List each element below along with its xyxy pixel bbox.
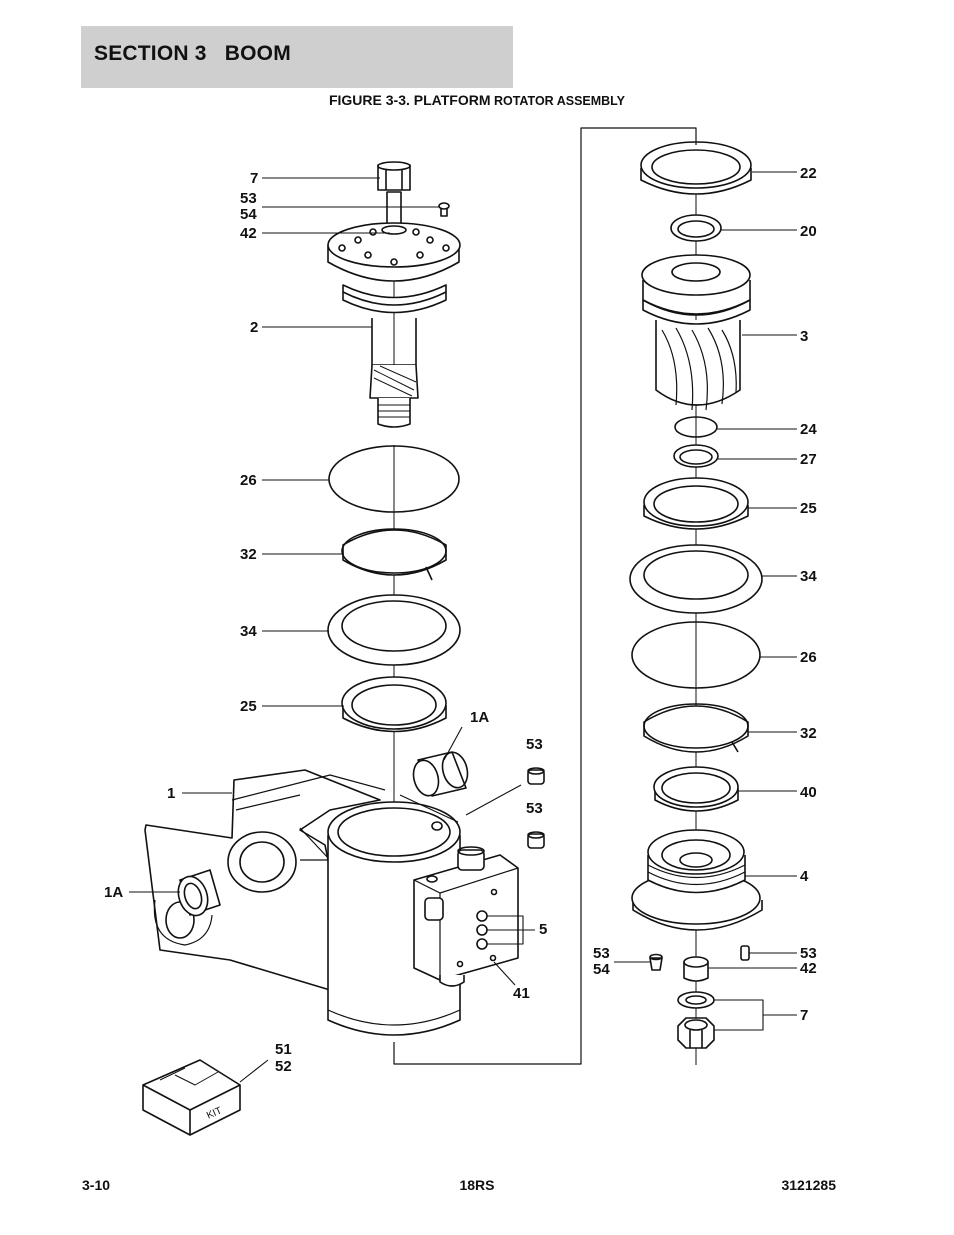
callout-20: 20 xyxy=(800,223,817,240)
callout-24: 24 xyxy=(800,421,817,438)
callout-25-right: 25 xyxy=(800,500,817,517)
pin-53-a xyxy=(527,767,545,785)
callout-51: 51 xyxy=(275,1041,292,1058)
screw-53-54 xyxy=(438,202,450,217)
ring-20 xyxy=(670,214,722,242)
pin-53-b xyxy=(527,831,545,849)
callout-53-left: 53 xyxy=(240,190,257,207)
bearing-25 xyxy=(341,676,447,733)
callout-54-right-left: 54 xyxy=(593,961,610,978)
callout-54-left: 54 xyxy=(240,206,257,223)
callout-5: 5 xyxy=(539,921,547,938)
footer-model: 18RS xyxy=(459,1177,495,1193)
callout-26-right: 26 xyxy=(800,649,817,666)
shaft-2 xyxy=(327,222,461,428)
screw-53-54-right xyxy=(649,953,663,971)
o-ring-26 xyxy=(328,445,460,513)
washer-34 xyxy=(327,594,461,666)
bushing-1A-left xyxy=(177,869,221,917)
callout-32-right: 32 xyxy=(800,725,817,742)
footer-page-number: 3-10 xyxy=(82,1177,111,1193)
figure-title-main: FIGURE 3-3. PLATFORM xyxy=(328,92,491,108)
callout-40: 40 xyxy=(800,784,817,801)
callout-7-right: 7 xyxy=(800,1007,808,1024)
callout-52: 52 xyxy=(275,1058,292,1075)
callout-42-right: 42 xyxy=(800,960,817,977)
callout-53-a: 53 xyxy=(526,736,543,753)
nut-7 xyxy=(677,1017,715,1049)
helical-gear-3 xyxy=(641,254,751,411)
section-title: SECTION 3 BOOM xyxy=(94,42,291,65)
callout-34-left: 34 xyxy=(240,623,257,640)
figure-title-rest: ROTATOR ASSEMBLY xyxy=(490,94,626,108)
footer-doc-number: 3121285 xyxy=(781,1177,836,1193)
bearing-25-right xyxy=(643,477,749,530)
ring-40 xyxy=(653,766,739,812)
callout-34-right: 34 xyxy=(800,568,817,585)
callout-2: 2 xyxy=(250,319,258,336)
callout-42-left: 42 xyxy=(240,225,257,242)
callout-41: 41 xyxy=(513,985,530,1002)
bushing-42 xyxy=(683,956,709,982)
callout-53-right: 53 xyxy=(800,945,817,962)
callout-1A-top: 1A xyxy=(470,709,489,726)
callout-53-b: 53 xyxy=(526,800,543,817)
callout-3: 3 xyxy=(800,328,808,345)
washer-34-right xyxy=(629,544,763,614)
callout-25-left: 25 xyxy=(240,698,257,715)
bolt-7 xyxy=(377,161,411,235)
callout-1A-left: 1A xyxy=(104,884,123,901)
callout-7-left: 7 xyxy=(250,170,258,187)
split-ring-32 xyxy=(341,528,447,581)
ring-27 xyxy=(673,444,719,468)
washer-7 xyxy=(677,991,715,1009)
o-ring-26-right xyxy=(631,621,761,689)
pin-53-right xyxy=(740,945,750,961)
callout-27: 27 xyxy=(800,451,817,468)
assembly-connector xyxy=(393,127,697,1065)
housing-4 xyxy=(631,829,763,931)
bore-bracket xyxy=(227,831,297,893)
callout-32-left: 32 xyxy=(240,546,257,563)
ring-24 xyxy=(674,416,718,438)
section-header-bar: SECTION 3 BOOM xyxy=(81,26,513,88)
callout-4: 4 xyxy=(800,868,809,885)
callout-1: 1 xyxy=(167,785,175,802)
callout-26-left: 26 xyxy=(240,472,257,489)
callout-22: 22 xyxy=(800,165,817,182)
callout-53-right-left: 53 xyxy=(593,945,610,962)
split-ring-32-right xyxy=(643,703,749,753)
figure-title: FIGURE 3-3. PLATFORM ROTATOR ASSEMBLY xyxy=(0,92,954,108)
bushing-1A-top xyxy=(412,751,469,797)
kit-box xyxy=(142,1059,241,1136)
seal-22 xyxy=(640,141,752,195)
